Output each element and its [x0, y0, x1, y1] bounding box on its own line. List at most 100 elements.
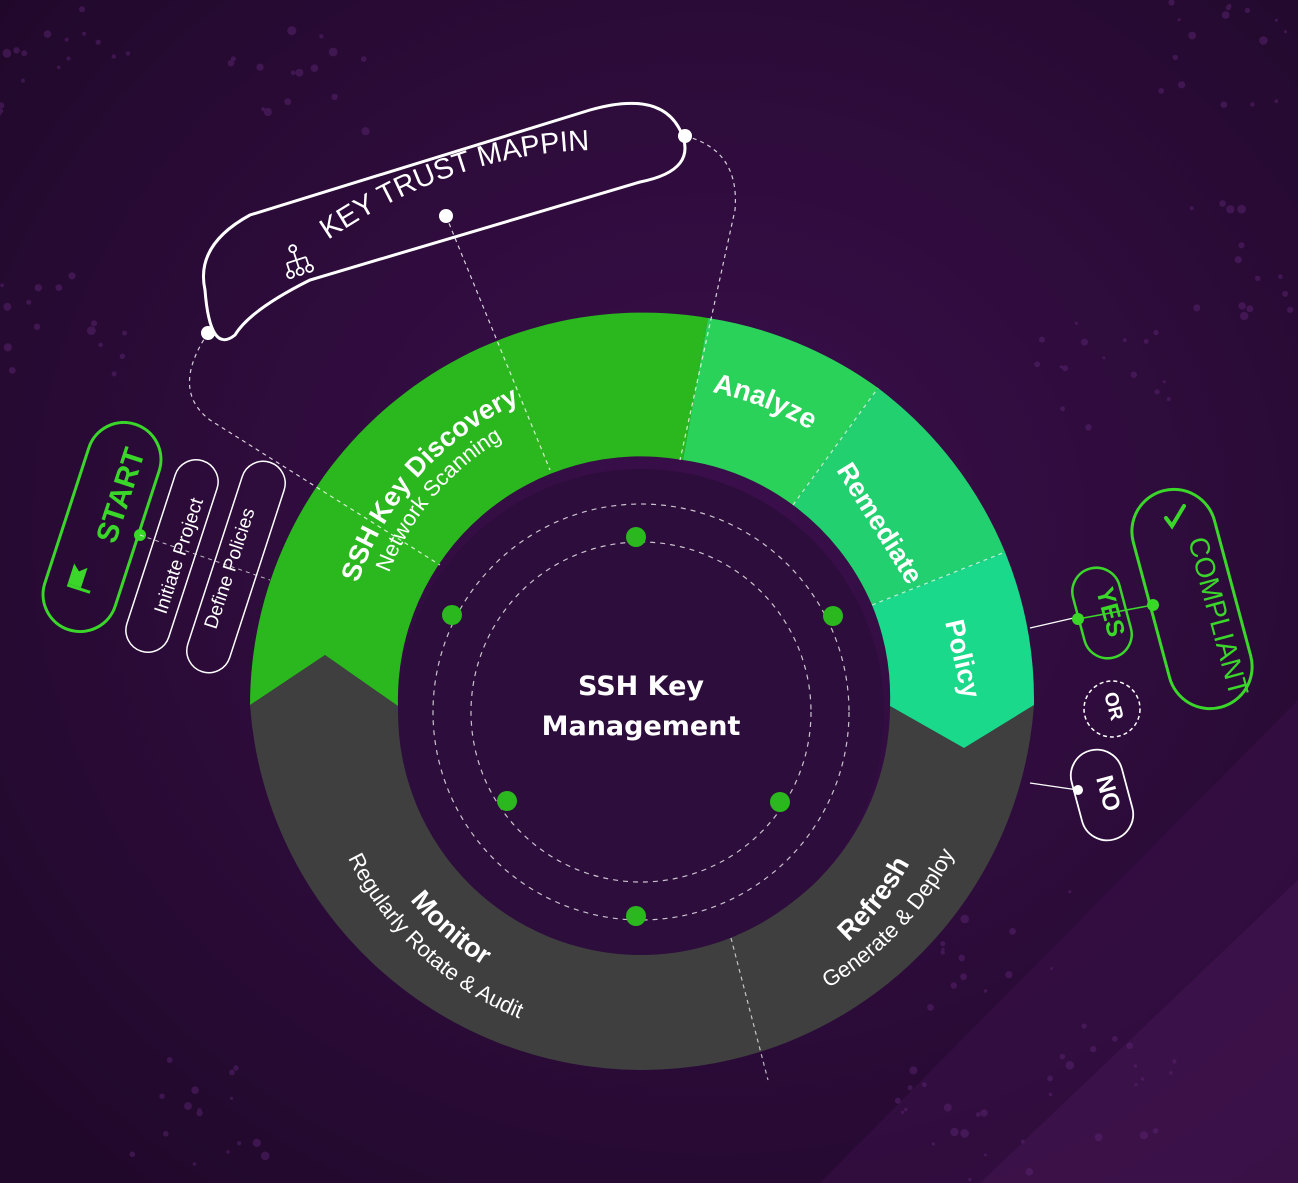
- background-dot: [361, 127, 370, 136]
- background-dot: [975, 1112, 981, 1117]
- background-dot: [111, 54, 117, 59]
- background-dot: [940, 950, 945, 955]
- background-dot: [1152, 1128, 1159, 1134]
- background-dot: [1034, 361, 1041, 368]
- no-pill: [1069, 748, 1135, 842]
- background-dot: [66, 56, 71, 61]
- background-dot: [43, 30, 52, 38]
- ring-node: [626, 527, 646, 547]
- background-dot: [184, 1102, 192, 1110]
- ring-nodes: [442, 527, 843, 926]
- background-dot: [1143, 338, 1149, 344]
- background-dot: [1234, 256, 1242, 264]
- background-dot: [1278, 274, 1283, 280]
- background-dot: [1025, 1168, 1034, 1176]
- yes-compliant-line: [1077, 604, 1154, 620]
- background-dot: [1226, 205, 1235, 214]
- background-dot: [68, 272, 76, 280]
- no-connector: [1029, 782, 1079, 791]
- background-dot: [958, 954, 965, 962]
- background-dot: [331, 93, 338, 101]
- background-dot: [1153, 329, 1159, 336]
- background-dot: [1094, 1133, 1103, 1142]
- background-dot: [1059, 365, 1063, 369]
- background-dot: [1038, 336, 1045, 343]
- background-dot: [119, 353, 126, 359]
- background-dot: [1065, 1061, 1075, 1070]
- background-dot: [159, 1093, 165, 1099]
- background-dot: [960, 973, 967, 981]
- background-dot: [33, 323, 41, 330]
- monitor-refresh-segment: [250, 655, 1034, 1070]
- step-pill: [125, 459, 219, 653]
- background-dot: [90, 320, 98, 327]
- background-dot: [82, 31, 87, 36]
- ring-node: [497, 791, 517, 811]
- background-dot: [95, 39, 101, 45]
- background-dot: [1177, 18, 1181, 22]
- background-dot: [960, 1129, 969, 1138]
- background-dot: [0, 283, 5, 288]
- key-trust-mapping-pill: [202, 101, 687, 342]
- background-dot: [1090, 1046, 1097, 1053]
- background-dot: [1189, 206, 1194, 211]
- background-dot: [1238, 302, 1246, 310]
- background-dot: [1139, 1131, 1148, 1140]
- ring-node: [626, 906, 646, 926]
- yes-connector: [1029, 616, 1079, 629]
- background-dot: [1162, 380, 1166, 384]
- background-dot: [287, 26, 297, 36]
- background-dot: [1122, 338, 1127, 343]
- background-dot: [196, 1110, 203, 1117]
- background-dot: [192, 1162, 197, 1166]
- background-dot: [319, 34, 324, 39]
- background-dot: [1287, 306, 1294, 313]
- background-dot: [1172, 54, 1179, 61]
- segment-dividers: [730, 387, 1006, 1081]
- background-dot: [252, 1138, 261, 1147]
- ktm-connectors: [188, 135, 737, 566]
- background-dot: [1130, 371, 1138, 378]
- background-dot: [13, 47, 20, 54]
- background-dot: [3, 302, 12, 311]
- background-dot: [129, 1151, 136, 1158]
- background-dot: [1240, 311, 1249, 321]
- background-dot: [1255, 275, 1261, 281]
- background-dot: [909, 1066, 918, 1075]
- background-dot: [1259, 36, 1268, 45]
- background-dot: [1062, 365, 1069, 372]
- background-dot: [1237, 204, 1246, 214]
- background-dot: [950, 982, 957, 989]
- background-dot: [191, 1086, 199, 1094]
- background-dot: [229, 1096, 234, 1100]
- remediate-segment: [793, 388, 1005, 605]
- center-title-line1: SSH Key: [578, 671, 704, 702]
- background-dot: [1102, 356, 1106, 360]
- background-dot: [1244, 7, 1251, 14]
- background-dot: [1111, 1035, 1118, 1042]
- background-dot: [1005, 971, 1013, 979]
- background-dot: [1225, 5, 1231, 11]
- background-dot: [983, 989, 988, 993]
- background-dot: [34, 284, 42, 292]
- background-dot: [87, 326, 96, 335]
- background-dot: [21, 50, 28, 57]
- background-dot: [1188, 31, 1197, 40]
- background-dot: [900, 1110, 905, 1115]
- background-dot: [166, 1057, 173, 1063]
- background-dot: [980, 1109, 988, 1117]
- start-connector-line: [139, 534, 271, 581]
- background-dot: [1048, 1092, 1053, 1097]
- background-dot: [0, 102, 5, 109]
- ring-node: [442, 605, 462, 625]
- background-dot: [943, 1103, 952, 1112]
- inner-dashed-ring-outer: [432, 503, 850, 921]
- background-dot: [1009, 928, 1016, 935]
- or-circle: [1083, 680, 1141, 738]
- compliant-pill: [1130, 487, 1254, 711]
- background-dot: [56, 65, 61, 70]
- background-dot: [1085, 424, 1092, 431]
- background-dot: [1220, 101, 1228, 108]
